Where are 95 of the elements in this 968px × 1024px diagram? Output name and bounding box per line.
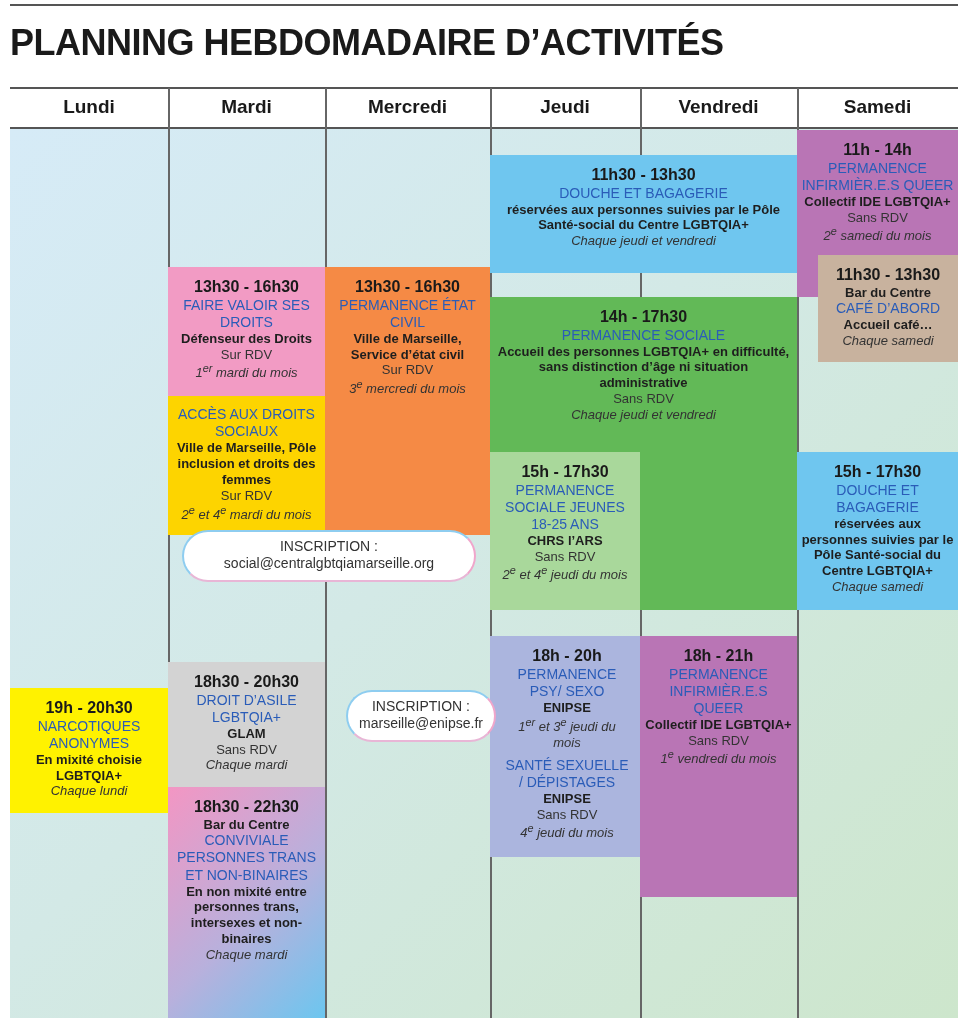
activity-title: NARCOTIQUES ANONYMES [36,717,142,752]
frequency-text: Chaque lundi [49,783,129,800]
appointment-text: Sur RDV [219,487,274,504]
time-label: 11h30 - 13h30 [834,265,942,285]
organizer-text: Collectif IDE LGBTQIA+ [644,716,793,733]
frequency-text: 1$^{e}$ vendredi du mois [659,748,778,768]
inscription-text: INSCRIPTION : [371,698,471,716]
activity-title: ACCÈS AUX DROITS SOCIAUX [177,406,316,441]
day-header: Mercredi [366,96,449,118]
frequency-text: 2$^{e}$ et 4$^{e}$ mardi du mois [180,503,313,523]
organizer-text: Accueil des personnes LGBTQIA+ en difficulté, sans distinction d’âge ni situation administrative [496,343,791,392]
event-block [10,688,168,813]
frequency-text: 2$^{e}$ et 4$^{e}$ jeudi du mois [501,564,629,584]
organizer-text: Ville de Marseille, Service d’état civil [349,330,466,363]
organizer-text: Bar du Centre [844,284,932,300]
organizer-text: Bar du Centre [202,816,291,833]
organizer-text: GLAM [226,725,267,742]
activity-title: DOUCHE ET BAGAGERIE [835,481,920,516]
event-block [490,636,640,857]
appointment-text: Sans RDV [846,209,909,226]
event-block [168,396,325,535]
appointment-text: Sur RDV [219,346,274,363]
time-label: 15h - 17h30 [832,462,923,482]
activity-title: PERMANENCE PSY/ SEXO [516,665,618,700]
event-block [168,662,325,787]
inscription-text: INSCRIPTION : [279,538,379,556]
organizer-text: ENIPSE [542,699,592,716]
time-label: 13h30 - 16h30 [354,277,461,297]
event-block [797,452,958,610]
inscription-text: marseille@enipse.fr [358,715,484,733]
day-header: Jeudi [539,96,591,118]
frequency-text: Chaque mardi [204,947,289,963]
organizer-text: Collectif IDE LGBTQIA+ [803,193,952,210]
activity-title: PERMANENCE INFIRMIÈR.E.S QUEER [801,159,954,194]
frequency-text: 3$^{e}$ mercredi du mois [348,378,467,398]
day-header: Mardi [220,96,273,118]
organizer-text: Défenseur des Droits [180,330,313,347]
appointment-text: Sans RDV [612,391,675,408]
frequency-text: Chaque samedi [830,579,925,595]
frequency-text: Chaque samedi [841,333,935,350]
appointment-text: Sans RDV [687,732,750,749]
activity-title: DROIT D’ASILE LGBTQIA+ [195,691,298,726]
event-block [818,255,958,362]
inscription-pill [182,530,476,582]
time-label: 18h - 20h [531,646,603,666]
activity-title: PERMANENCE SOCIALE JEUNES 18-25 ANS [504,481,626,533]
event-block [490,155,797,273]
activity-title: PERMANENCE SOCIALE [560,326,727,344]
time-label: 11h30 - 13h30 [590,165,697,185]
event-block [490,452,640,610]
event-block [325,267,490,535]
appointment-text: Sans RDV [215,741,278,758]
frequency-text: Chaque mardi [204,757,289,774]
organizer-text: CHRS l’ARS [526,532,604,549]
organizer-text: Ville de Marseille, Pôle inclusion et droits des femmes [175,440,318,488]
organizer-text: En non mixité entre personnes trans, intersexes et non-binaires [185,883,308,948]
activity-title: CONVIVIALE PERSONNES TRANS ET NON-BINAIRES [176,832,317,884]
time-label: 18h30 - 22h30 [193,797,300,817]
organizer-text: ENIPSE [542,790,592,807]
activity-title: CAFÉ D’ABORD [834,300,942,318]
frequency-text: Chaque jeudi et vendredi [570,233,717,250]
time-label: 15h - 17h30 [520,462,610,482]
day-header: Lundi [62,96,116,118]
organizer-text: Accueil café… [842,317,934,334]
time-label: 13h30 - 16h30 [193,277,300,297]
frequency-text: Chaque jeudi et vendredi [570,407,717,423]
inscription-pill [346,690,496,742]
frequency-text: 1$^{er}$ mardi du mois [194,362,299,382]
activity-title: PERMANENCE INFIRMIÈR.E.S QUEER [668,665,769,717]
frequency-text: 1$^{er}$ et 3$^{e}$ jeudi du mois [517,715,617,751]
activity-title: PERMANENCE ÉTAT CIVIL [338,296,477,331]
day-header: Samedi [842,96,913,118]
event-block [490,297,797,610]
activity-title: DOUCHE ET BAGAGERIE [558,184,729,202]
event-block [168,787,325,1018]
inscription-text: social@centralgbtqiamarseille.org [222,555,436,573]
appointment-text: Sans RDV [533,548,597,565]
page-title: PLANNING HEBDOMADAIRE D’ACTIVITÉS [10,22,724,64]
organizer-text: En mixité choisie LGBTQIA+ [34,751,144,784]
time-label: 14h - 17h30 [598,307,689,327]
frequency-text: 4$^{e}$ jeudi du mois [519,822,615,842]
event-block [168,267,325,396]
organizer-text: réservées aux personnes suivies par le Pôle Santé-social du Centre LGBTQIA+ [801,515,954,580]
activity-title: SANTÉ SEXUELLE / DÉPISTAGES [504,756,630,791]
appointment-text: Sur RDV [380,362,435,379]
appointment-text: Sans RDV [535,806,599,823]
day-header: Vendredi [677,96,760,118]
organizer-text: réservées aux personnes suivies par le Pôle Santé-social du Centre LGBTQIA+ [505,201,782,234]
time-label: 19h - 20h30 [44,698,134,718]
activity-title: FAIRE VALOIR SES DROITS [182,296,311,331]
time-label: 11h - 14h [842,140,913,160]
time-label: 18h30 - 20h30 [193,672,300,692]
frequency-text: 2$^{e}$ samedi du mois [822,225,933,245]
event-block [640,636,797,897]
time-label: 18h - 21h [682,646,755,666]
